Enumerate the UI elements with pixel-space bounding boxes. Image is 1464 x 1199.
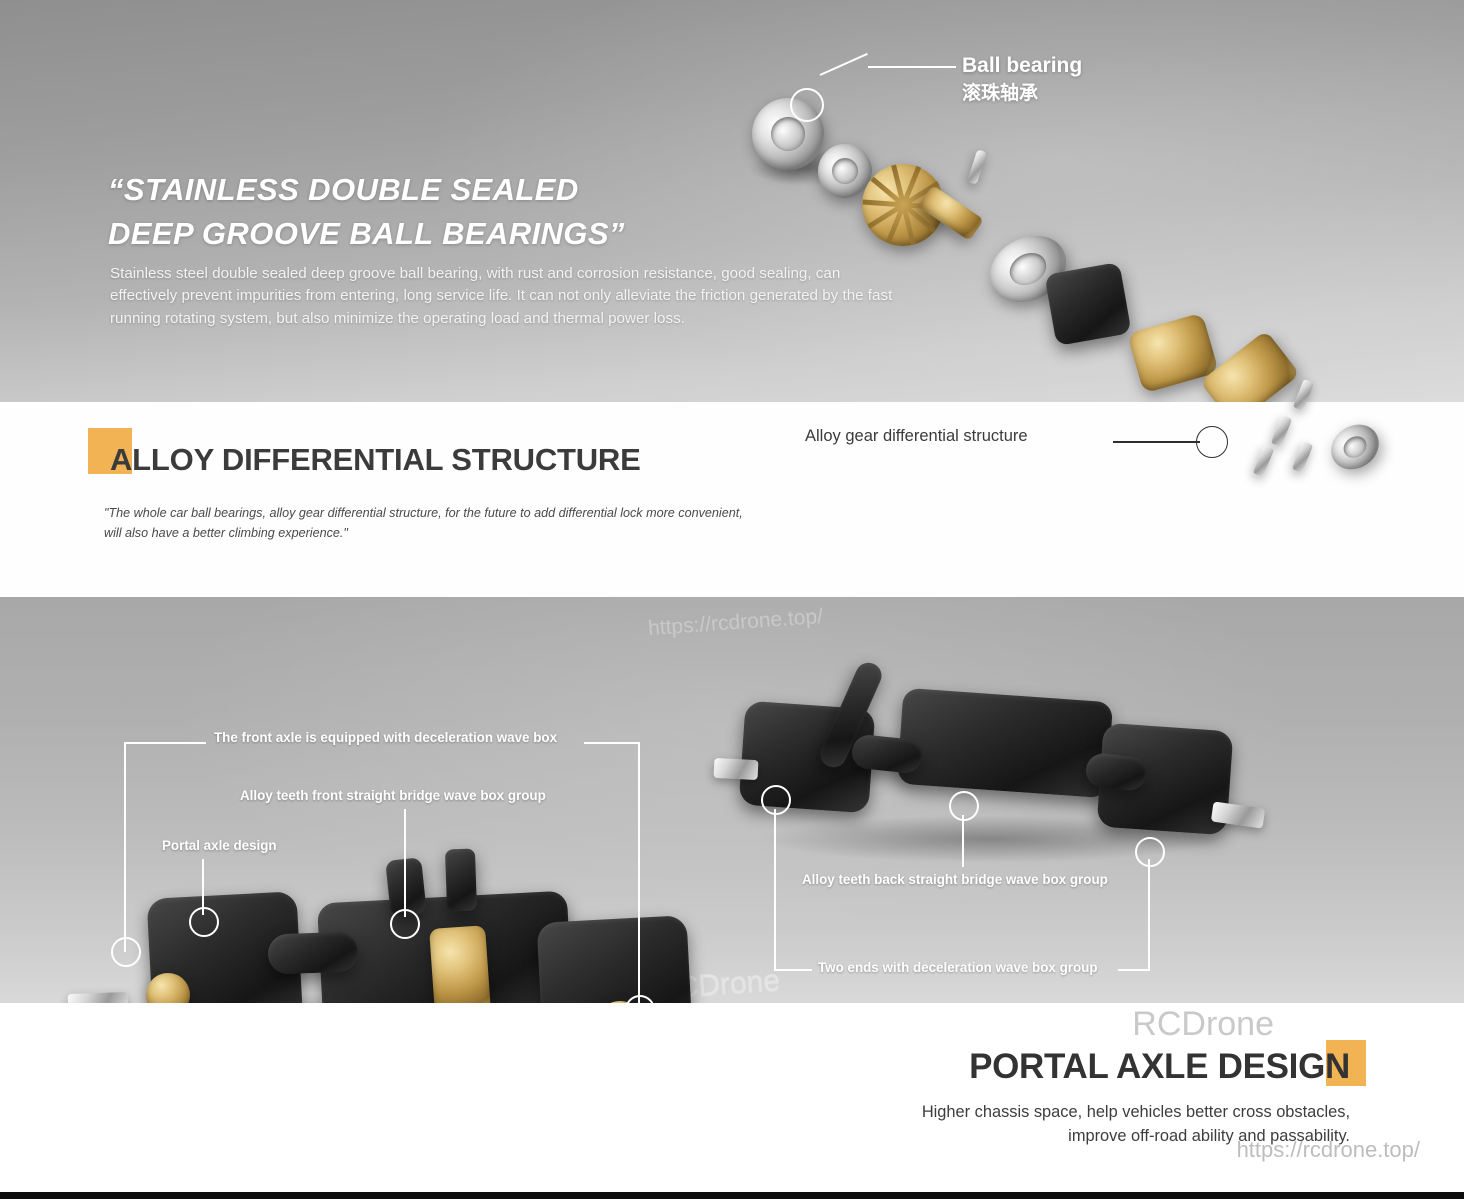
callout-marker-alloy-gear	[1196, 426, 1228, 458]
leader-line-ball-bearing-horiz	[868, 66, 956, 68]
callout-label-alloy-teeth-back: Alloy teeth back straight bridge wave bo…	[802, 872, 1108, 887]
portal-axle-design-title: PORTAL AXLE DESIGN	[969, 1047, 1350, 1086]
bearing-body-copy: Stainless steel double sealed deep groov…	[110, 265, 893, 327]
callout-label-two-ends-wave-box: Two ends with deceleration wave box grou…	[818, 960, 1098, 975]
callout-label-portal-axle-design: Portal axle design	[162, 838, 277, 853]
leader-line-alloy-gear	[1113, 441, 1200, 443]
portal-axle-design-section: RCDrone PORTAL AXLE DESIGN Higher chassi…	[0, 1003, 1464, 1192]
callout-ball-bearing: Ball bearing 滚珠轴承	[962, 52, 1082, 106]
front-axle-right-knuckle	[536, 915, 694, 1003]
bearing-headline-line2: DEEP GROOVE BALL BEARINGS”	[108, 216, 625, 252]
portal-axle-section: The front axle is equipped with decelera…	[0, 597, 1464, 1003]
front-axle-left-stub	[67, 991, 129, 1003]
front-axle-left-portal-gear	[146, 973, 190, 1003]
callout-marker-ball-bearing	[790, 88, 824, 122]
leader-line-two-ends-left-rise	[774, 809, 776, 971]
spacer-ring-hole	[828, 154, 862, 188]
alloy-differential-quote: "The whole car ball bearings, alloy gear…	[104, 504, 894, 544]
callout-marker-front-wave-left	[111, 937, 141, 967]
alloy-differential-title: ALLOY DIFFERENTIAL STRUCTURE	[110, 442, 641, 477]
callout-marker-two-ends-right	[1135, 837, 1165, 867]
callout-label-front-axle-wave-box: The front axle is equipped with decelera…	[214, 730, 558, 745]
callout-marker-alloy-teeth-back	[949, 791, 979, 821]
leader-line-ball-bearing-diag	[819, 52, 868, 76]
front-axle-ring-gear-cutaway	[429, 925, 491, 1003]
black-diff-housing-part	[1044, 261, 1132, 347]
callout-ball-bearing-en: Ball bearing	[962, 54, 1083, 77]
screw-part	[1291, 441, 1314, 473]
rear-axle-left-stub	[713, 757, 759, 781]
portal-subtitle-line1: Higher chassis space, help vehicles bett…	[921, 1103, 1350, 1121]
callout-marker-alloy-teeth-front	[390, 909, 420, 939]
leader-line-portal-axle-design	[202, 859, 204, 915]
callout-marker-portal-axle-design	[189, 907, 219, 937]
leader-line-front-wave-left-drop	[124, 742, 126, 952]
front-axle-link-mount	[385, 857, 427, 917]
screw-part	[1252, 445, 1275, 477]
portal-axle-design-subtitle: Higher chassis space, help vehicles bett…	[790, 1101, 1350, 1149]
front-axle-shock-mount	[444, 848, 478, 912]
front-axle-tube-left	[267, 931, 359, 975]
alloy-differential-quote-line1: "The whole car ball bearings, alloy gear…	[104, 506, 743, 520]
leader-line-alloy-teeth-back	[962, 815, 964, 867]
callout-label-alloy-teeth-front: Alloy teeth front straight bridge wave b…	[240, 788, 546, 803]
leader-line-front-wave-right-drop	[638, 742, 640, 1003]
screw-part	[1270, 415, 1293, 447]
portal-subtitle-line2: improve off-road ability and passability…	[1068, 1126, 1350, 1145]
leader-line-alloy-teeth-front	[404, 809, 406, 917]
accent-square-orange-top	[88, 428, 132, 474]
callout-alloy-gear-differential: Alloy gear differential structure	[805, 427, 1028, 445]
callout-ball-bearing-cn: 滚珠轴承	[962, 82, 1039, 104]
accent-square-orange-bottom	[1326, 1040, 1366, 1086]
large-ring-hole	[1004, 246, 1052, 292]
watermark-url-mid: https://rcdrone.top/	[647, 604, 824, 641]
steel-pin-part	[966, 149, 988, 185]
bottom-dark-strip	[0, 1192, 1464, 1199]
callout-marker-two-ends-left	[761, 785, 791, 815]
leader-line-two-ends-right	[1118, 969, 1150, 971]
outer-race-hole	[1339, 431, 1371, 463]
ball-bearing-section: Ball bearing 滚珠轴承 “STAINLESS DOUBLE SEAL…	[0, 0, 1464, 402]
leader-line-two-ends-right-rise	[1148, 859, 1150, 971]
alloy-differential-quote-line2: will also have a better climbing experie…	[104, 525, 348, 540]
outer-race-ring-part	[1322, 415, 1388, 479]
leader-line-two-ends-left	[774, 969, 812, 971]
watermark-brand-bottom: RCDrone	[1132, 1005, 1274, 1043]
bearing-headline: “STAINLESS DOUBLE SEALED DEEP GROOVE BAL…	[108, 168, 625, 256]
leader-line-front-wave-right	[584, 742, 640, 744]
bearing-headline-line1: “STAINLESS DOUBLE SEALED	[108, 172, 579, 207]
rear-axle-center-housing	[896, 687, 1114, 799]
alloy-differential-section: ALLOY DIFFERENTIAL STRUCTURE "The whole …	[0, 379, 1464, 1005]
front-axle-right-portal-gear	[596, 1001, 644, 1003]
leader-line-front-wave-left	[124, 742, 206, 744]
